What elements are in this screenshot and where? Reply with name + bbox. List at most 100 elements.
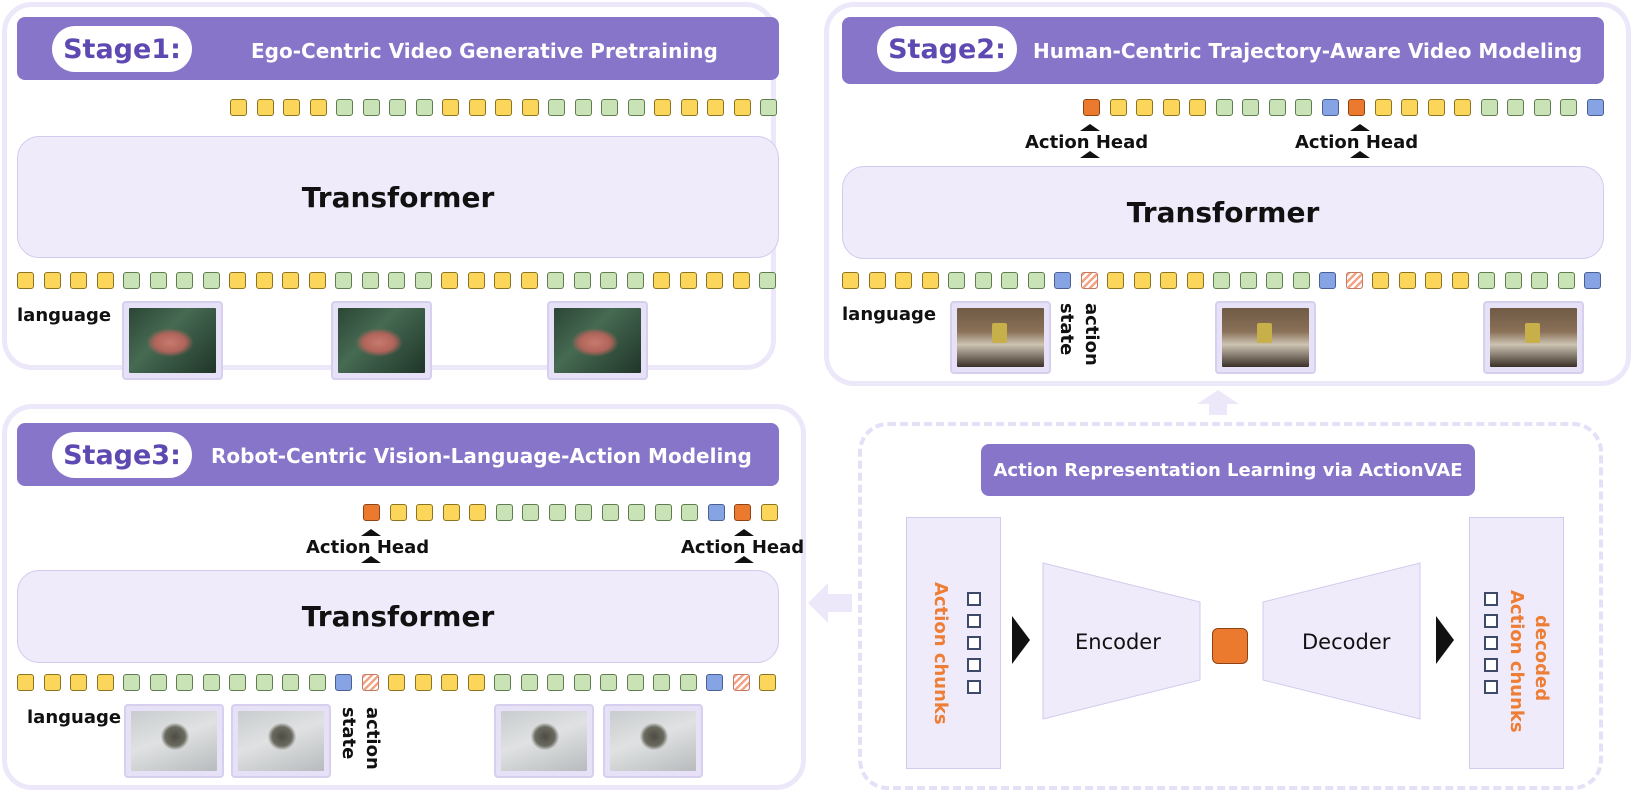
- ego-hands-image: [554, 308, 641, 373]
- action-head-arrow-icon: [734, 556, 754, 563]
- action-head-arrow-icon: [1080, 124, 1100, 131]
- video-token: [653, 272, 670, 289]
- video-token: [1162, 99, 1180, 116]
- stage3-image-frame-1: [124, 704, 224, 778]
- video-token-green: [495, 504, 513, 521]
- video-token: [469, 504, 486, 521]
- stage3-image-frame-4: [603, 704, 703, 778]
- actionvae-panel: [858, 422, 1603, 790]
- video-token: [442, 99, 459, 116]
- video-token-green: [149, 674, 167, 691]
- chunk-square-icon: [967, 614, 981, 628]
- video-token-green: [1507, 99, 1524, 116]
- video-token-green: [547, 674, 564, 691]
- video-token: [468, 99, 486, 116]
- video-token-green: [1268, 99, 1286, 116]
- video-token-green: [123, 272, 140, 289]
- action-token: [734, 504, 751, 521]
- video-token-green: [414, 272, 432, 289]
- action-head-arrow-icon: [1080, 151, 1100, 158]
- video-token-green: [229, 674, 246, 691]
- video-token-green: [176, 272, 193, 289]
- video-token-green: [948, 272, 965, 289]
- video-token: [389, 504, 407, 521]
- video-token-green: [202, 674, 220, 691]
- video-token: [467, 674, 485, 691]
- stage3-transformer: Transformer: [17, 570, 779, 663]
- desk-scene-image: [957, 308, 1044, 367]
- state-token: [1584, 272, 1601, 289]
- chunk-square-icon: [1484, 658, 1498, 672]
- state-token: [706, 674, 723, 691]
- video-token-green: [1557, 272, 1575, 289]
- stage3-action-label: action: [362, 707, 383, 770]
- stage2-video-frame-1: [950, 301, 1051, 374]
- state-token: [335, 674, 352, 691]
- video-token-green: [520, 674, 538, 691]
- chunk-square-icon: [967, 592, 981, 606]
- left-arrow-icon: [808, 583, 852, 623]
- video-token-green: [681, 504, 698, 521]
- video-token: [842, 272, 859, 289]
- video-token: [868, 272, 886, 289]
- video-token-green: [308, 674, 326, 691]
- video-token: [388, 674, 405, 691]
- video-token: [1107, 272, 1124, 289]
- video-token: [414, 674, 432, 691]
- action-token: [1083, 99, 1100, 116]
- video-token-green: [574, 99, 592, 116]
- chunk-square-icon: [967, 680, 981, 694]
- video-token-green: [1239, 272, 1257, 289]
- stage2-panel: [824, 2, 1631, 386]
- stage1-title: Ego-Centric Video Generative Pretraining: [251, 39, 718, 63]
- video-token: [1427, 99, 1445, 116]
- action-head-arrow-icon: [361, 529, 381, 536]
- video-token-green: [176, 674, 193, 691]
- video-token: [1425, 272, 1442, 289]
- video-token: [309, 99, 327, 116]
- action-head-arrow-icon: [1350, 124, 1370, 131]
- stage2-title: Human-Centric Trajectory-Aware Video Mod…: [1033, 39, 1583, 63]
- video-token-green: [282, 674, 299, 691]
- video-token-green: [123, 674, 140, 691]
- action-hatched-token: [1080, 272, 1098, 289]
- video-token-green: [626, 272, 644, 289]
- video-token: [759, 674, 776, 691]
- video-token: [521, 99, 539, 116]
- video-token: [921, 272, 939, 289]
- video-token: [495, 99, 512, 116]
- action-head-arrow-icon: [1350, 151, 1370, 158]
- video-token-green: [759, 272, 776, 289]
- chunk-square-icon: [1484, 592, 1498, 606]
- action-hatched-token: [1345, 272, 1363, 289]
- video-token: [229, 272, 246, 289]
- video-token: [732, 272, 750, 289]
- video-token-green: [679, 674, 697, 691]
- video-token-green: [760, 99, 777, 116]
- video-token: [17, 272, 34, 289]
- video-token: [1454, 99, 1471, 116]
- desk-scene-image: [1222, 308, 1309, 367]
- decoder-block: [1262, 562, 1421, 720]
- video-token: [895, 272, 912, 289]
- stage2-action-label: action: [1081, 303, 1102, 366]
- state-token: [1321, 99, 1339, 116]
- stage2-bottom-token-row: [842, 272, 1611, 289]
- stage1-transformer: Transformer: [17, 136, 779, 258]
- stage3-action-head-1: Action Head: [306, 537, 430, 558]
- chunk-square-icon: [967, 658, 981, 672]
- video-token-green: [255, 674, 273, 691]
- stage2-video-frame-2: [1215, 301, 1316, 374]
- action-head-arrow-icon: [734, 529, 754, 536]
- video-token-green: [149, 272, 167, 289]
- chunk-square-icon: [967, 636, 981, 650]
- video-token: [96, 674, 114, 691]
- decoded-label: decoded: [1531, 615, 1552, 702]
- video-token: [706, 272, 723, 289]
- video-token: [230, 99, 247, 116]
- stage3-image-frame-3: [494, 704, 594, 778]
- stage3-pill: Stage3:: [52, 432, 192, 478]
- video-token: [17, 674, 34, 691]
- actionvae-title: Action Representation Learning via Actio…: [993, 459, 1463, 481]
- actionvae-banner: Action Representation Learning via Actio…: [981, 444, 1475, 496]
